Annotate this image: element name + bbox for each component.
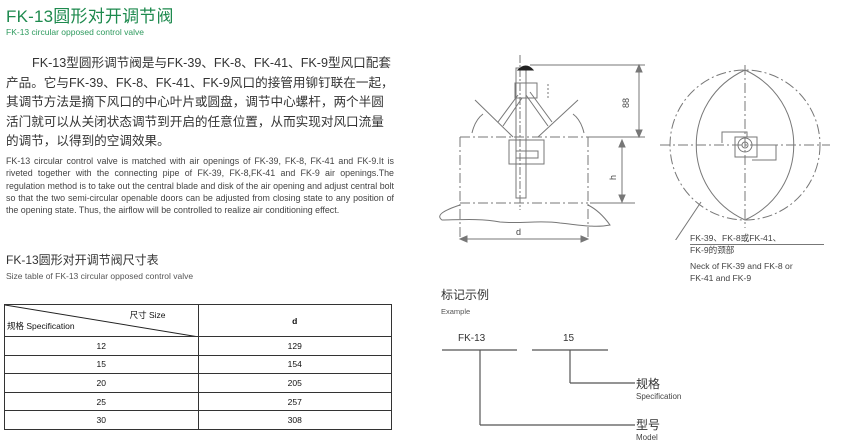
page-title: FK-13圆形对开调节阀 xyxy=(6,7,174,26)
dim-d-label: d xyxy=(516,227,521,237)
neck-note-chinese: FK-39、FK-8或FK-41、 FK-9的颈部 xyxy=(690,233,824,256)
description-english: FK-13 circular control valve is matched … xyxy=(6,156,394,216)
size-table-title: FK-13圆形对开调节阀尺寸表 xyxy=(6,253,159,267)
spec-label-en: Specification xyxy=(636,392,682,401)
spec-label-group: 规格 Specification xyxy=(636,375,681,401)
model-label-en: Model xyxy=(636,433,658,442)
spec-cell: 25 xyxy=(4,391,199,412)
table-row: 15 154 xyxy=(4,354,392,375)
d-cell: 129 xyxy=(197,336,392,356)
d-cell: 257 xyxy=(197,391,392,412)
neck-note-en-line1: Neck of FK-39 and FK-8 or xyxy=(690,261,793,271)
description-chinese-text: FK-13型圆形调节阀是与FK-39、FK-8、FK-41、FK-9型风口配套产… xyxy=(6,56,394,148)
dim-88-label: 88 xyxy=(621,98,631,108)
spec-cell: 15 xyxy=(4,354,199,375)
example-title: 标记示例 xyxy=(441,288,490,302)
dim-h-label: h xyxy=(608,175,618,180)
example-callout-lines xyxy=(442,349,635,426)
spec-cell: 30 xyxy=(4,410,199,430)
header-spec-label: 规格 Specification xyxy=(7,321,75,331)
size-table-subtitle: Size table of FK-13 circular opposed con… xyxy=(6,271,194,281)
table-row: 25 257 xyxy=(4,391,392,412)
size-table-diagonal-header: 尺寸 Size 规格 Specification xyxy=(4,304,199,337)
size-table: 尺寸 Size 规格 Specification d 12 129 15 154… xyxy=(4,304,392,430)
header-size-label: 尺寸 Size xyxy=(129,310,166,320)
side-view-drawing: 88 h d xyxy=(439,55,645,243)
table-row: 30 308 xyxy=(4,410,392,430)
diagonal-line-icon xyxy=(5,305,193,336)
model-label-cn: 型号 xyxy=(636,418,661,432)
description-chinese: FK-13型圆形调节阀是与FK-39、FK-8、FK-41、FK-9型风口配套产… xyxy=(6,54,394,152)
d-cell: 154 xyxy=(197,354,392,375)
d-cell: 205 xyxy=(197,373,392,393)
example-subtitle: Example xyxy=(441,307,471,316)
example-spec-value: 15 xyxy=(563,333,575,344)
table-row: 20 205 xyxy=(4,373,392,393)
spec-label-cn: 规格 xyxy=(636,377,661,391)
d-cell: 308 xyxy=(197,410,392,430)
model-label-group: 型号 Model xyxy=(636,416,660,442)
spec-cell: 20 xyxy=(4,373,199,393)
size-table-header-row: 尺寸 Size 规格 Specification d xyxy=(4,304,392,337)
neck-note-english: Neck of FK-39 and FK-8 or FK-41 and FK-9 xyxy=(690,260,793,284)
neck-note-en-line2: FK-41 and FK-9 xyxy=(690,273,752,283)
front-view-drawing xyxy=(660,65,830,240)
neck-note-cn-line2: FK-9的颈部 xyxy=(690,245,735,255)
header-d-label: d xyxy=(197,304,392,337)
neck-note-cn-line1: FK-39、FK-8或FK-41、 xyxy=(690,233,824,245)
example-model-value: FK-13 xyxy=(458,333,486,344)
spec-cell: 12 xyxy=(4,336,199,356)
table-row: 12 129 xyxy=(4,336,392,356)
page-subtitle: FK-13 circular opposed control valve xyxy=(6,27,144,37)
